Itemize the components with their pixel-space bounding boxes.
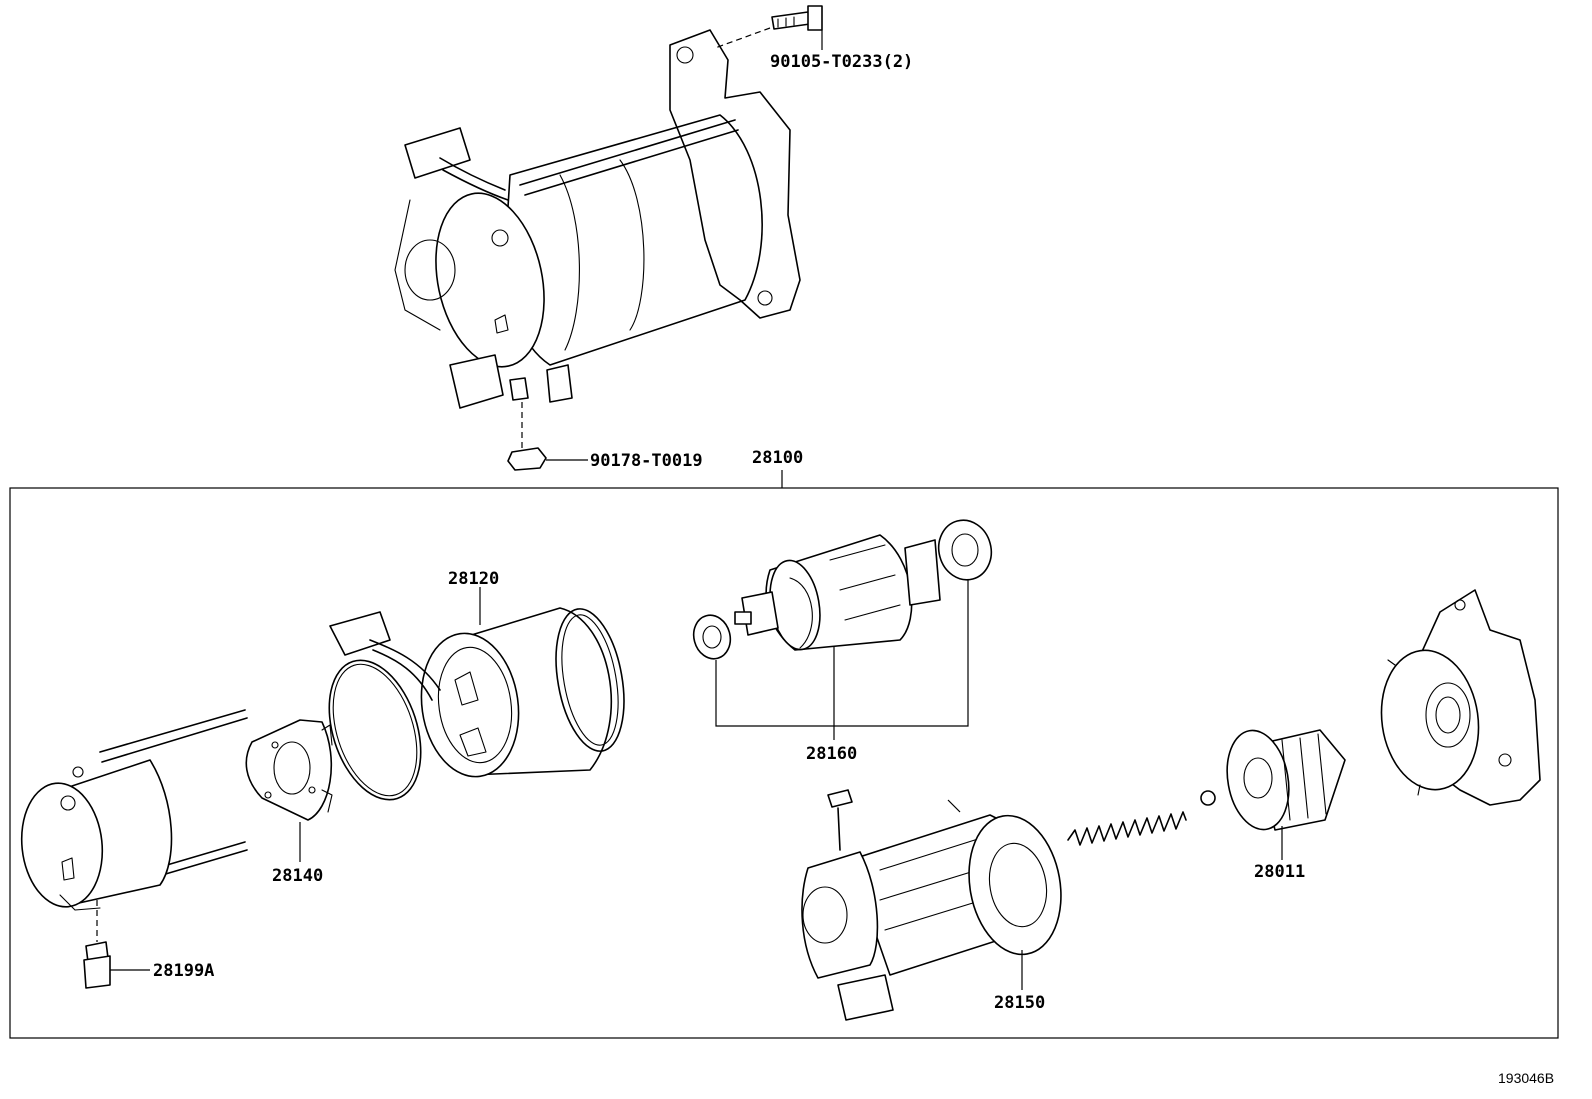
assembled-starter bbox=[394, 29, 801, 409]
label-90178-T0019: 90178-T0019 bbox=[590, 451, 703, 471]
steel-ball bbox=[1200, 790, 1216, 806]
label-28140: 28140 bbox=[272, 866, 323, 886]
plug-28199A bbox=[83, 941, 111, 989]
housing-28150 bbox=[801, 789, 1062, 1021]
label-28199A: 28199A bbox=[153, 961, 214, 981]
bearing-small bbox=[692, 614, 732, 660]
commutator-end-frame bbox=[20, 709, 248, 911]
label-28160: 28160 bbox=[806, 744, 857, 764]
field-yoke-28120 bbox=[329, 607, 625, 778]
label-28100: 28100 bbox=[752, 448, 803, 468]
label-28150: 28150 bbox=[994, 993, 1045, 1013]
assembly-bracket-28100 bbox=[9, 487, 1559, 1039]
bearing-large bbox=[937, 519, 993, 581]
nut-90178 bbox=[507, 447, 547, 471]
label-28011: 28011 bbox=[1254, 862, 1305, 882]
brush-holder-28140 bbox=[245, 719, 333, 821]
o-ring bbox=[328, 659, 422, 801]
clutch-28011 bbox=[1226, 729, 1346, 831]
label-90105-T0233: 90105-T0233(2) bbox=[770, 52, 913, 72]
drive-end-housing bbox=[1380, 589, 1541, 806]
return-spring bbox=[1067, 811, 1187, 846]
bolt-90105 bbox=[771, 5, 823, 31]
diagram-code: 193046B bbox=[1498, 1070, 1554, 1086]
armature-28160 bbox=[734, 534, 941, 651]
label-28120: 28120 bbox=[448, 569, 499, 589]
